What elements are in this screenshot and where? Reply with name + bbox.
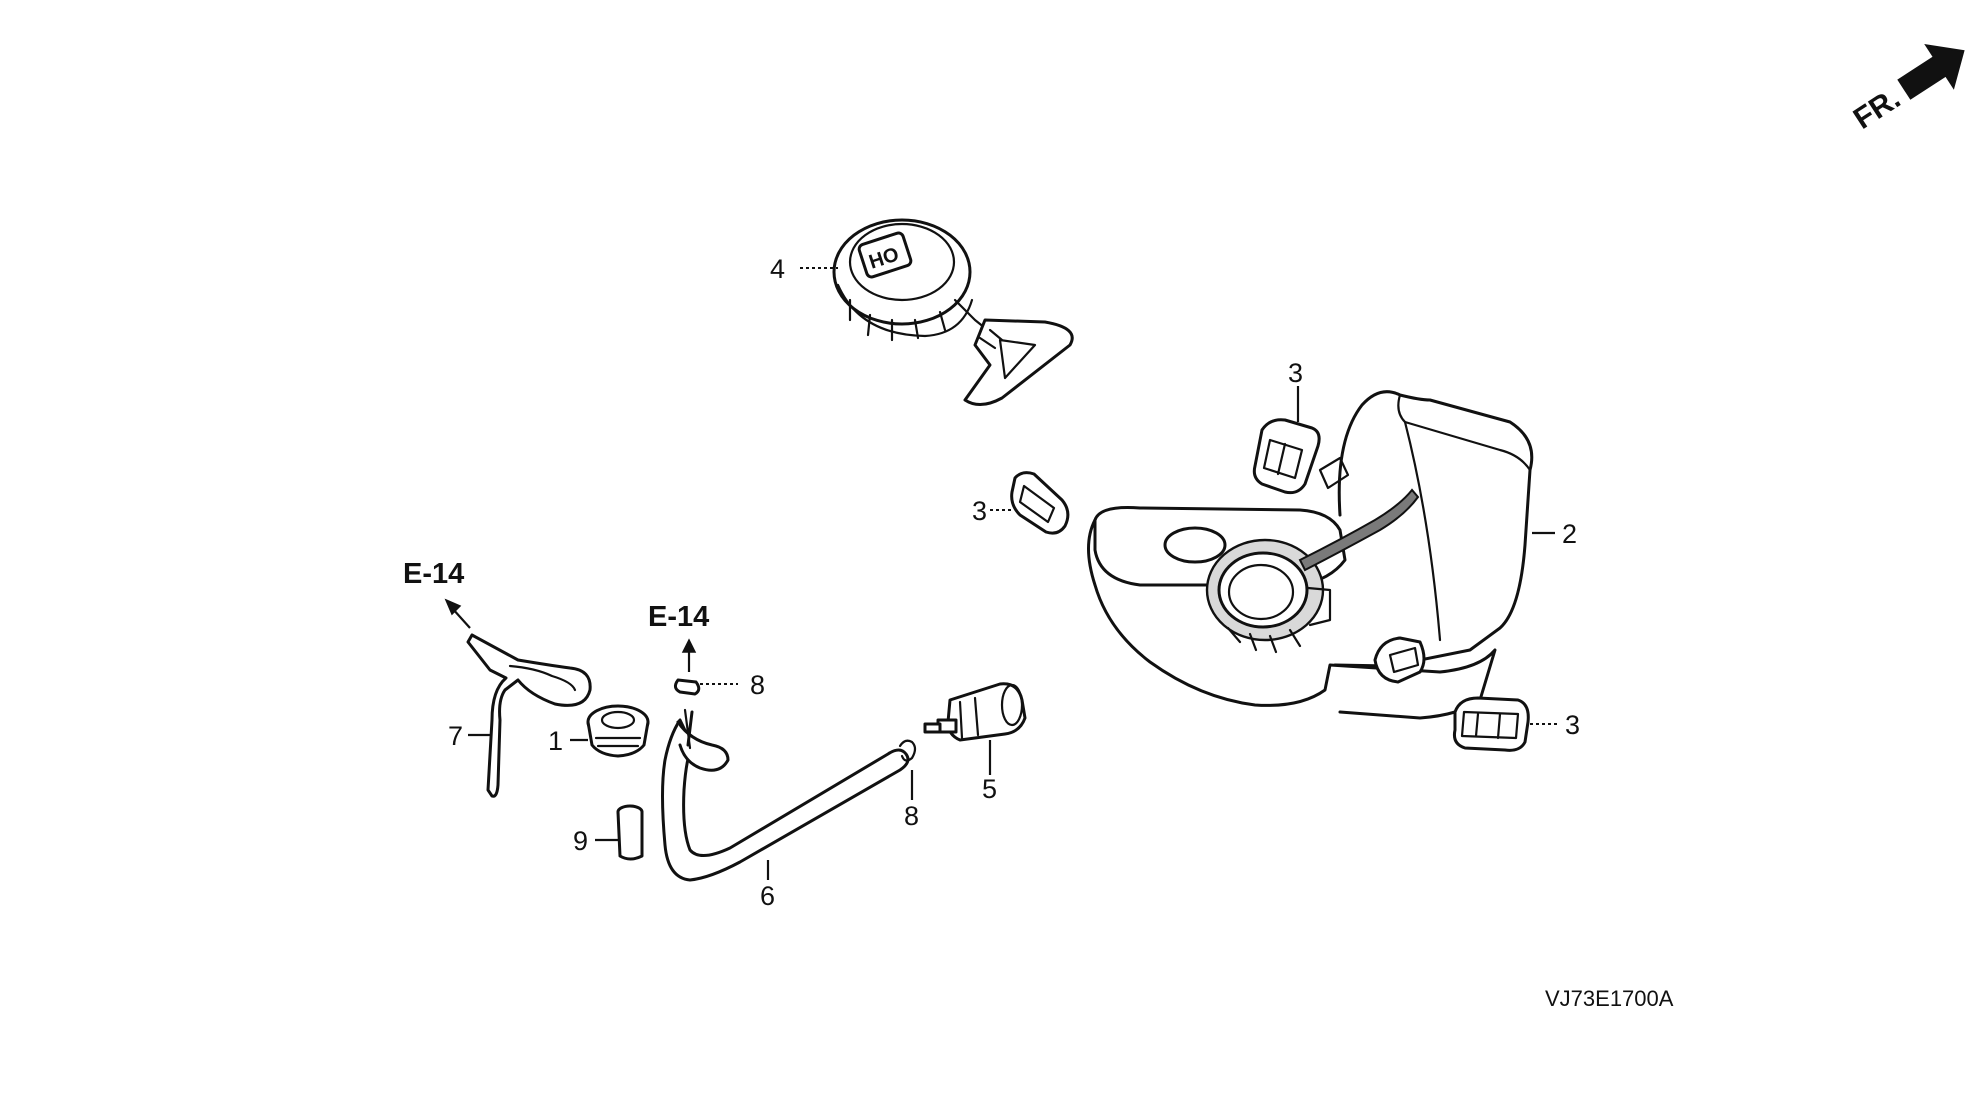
part-2-fuel-tank: 2 (1087, 390, 1577, 720)
part-6-fuel-hose: 6 (661, 708, 910, 911)
part-4-fuel-cap: HO 4 (770, 218, 1074, 406)
part-3-mount-bottom: 3 (1453, 696, 1580, 752)
callout-8-lower: 8 (904, 801, 919, 831)
reference-e14-left-label: E-14 (403, 558, 464, 590)
reference-arrow-icon (681, 638, 697, 653)
reference-e14-middle: E-14 (648, 601, 709, 672)
callout-5: 5 (982, 774, 997, 804)
reference-arrow-icon (444, 598, 462, 616)
part-3-mount-top: 3 (1252, 358, 1321, 495)
callout-3-top: 3 (1288, 358, 1303, 388)
front-direction-label: FR. (1848, 82, 1907, 136)
front-direction-arrow-icon (1897, 44, 1965, 100)
front-direction-indicator: FR. (1848, 44, 1965, 136)
callout-8-upper: 8 (750, 670, 765, 700)
callout-4: 4 (770, 254, 785, 284)
reference-e14-left: E-14 (403, 558, 471, 629)
callout-7: 7 (448, 721, 463, 751)
part-7-vent-hose: 7 (448, 633, 592, 798)
callout-1: 1 (548, 726, 563, 756)
callout-2: 2 (1562, 519, 1577, 549)
callout-9: 9 (573, 826, 588, 856)
part-8-clip-upper: 8 (673, 670, 765, 700)
part-5-fuel-filter: 5 (923, 682, 1027, 804)
part-8-clip-lower: 8 (898, 739, 919, 831)
part-3-mount-left: 3 (972, 471, 1070, 535)
callout-3-bottom: 3 (1565, 710, 1580, 740)
diagram-code: VJ73E1700A (1545, 986, 1674, 1011)
callout-6: 6 (760, 881, 775, 911)
part-9-tube: 9 (573, 804, 644, 861)
reference-e14-middle-label: E-14 (648, 601, 709, 633)
part-1-grommet: 1 (548, 704, 650, 758)
callout-3-left: 3 (972, 496, 987, 526)
